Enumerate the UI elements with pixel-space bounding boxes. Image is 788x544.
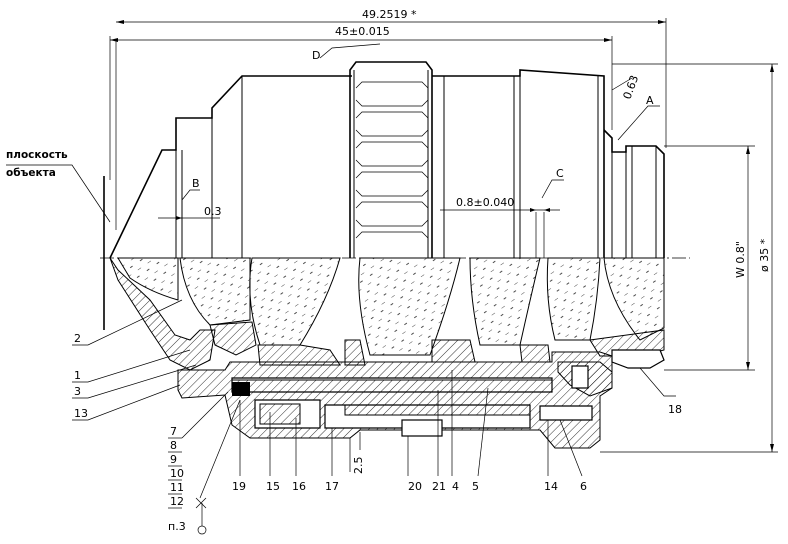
- step-dim: 2.5: [352, 457, 365, 475]
- knurl-lines: [355, 81, 429, 239]
- chamfer-dim: 0.63: [621, 74, 642, 101]
- part-number-stack: 10: [170, 467, 184, 480]
- part-number-left: 1: [74, 369, 81, 382]
- seal-ring: [232, 382, 250, 396]
- dimension-front-offset: B 0.3: [158, 177, 222, 220]
- part-number-stack: 7: [170, 425, 177, 438]
- barrel-length-dim: 45±0.015: [335, 25, 390, 38]
- part-number-bottom: 17: [325, 480, 339, 493]
- part-number-bottom: 16: [292, 480, 306, 493]
- datum-c: C: [556, 167, 564, 180]
- part-number-bottom: 5: [472, 480, 479, 493]
- part-number-stack: 12: [170, 495, 184, 508]
- leaders-bottom: 19 15 16 17 20 21 4 5 14 6: [232, 370, 587, 493]
- part-number-stack: 8: [170, 439, 177, 452]
- part-number-left: 13: [74, 407, 88, 420]
- thread-dim: W 0.8": [734, 241, 747, 278]
- part-number-bottom: 14: [544, 480, 558, 493]
- part-number-bottom: 21: [432, 480, 446, 493]
- leaders-left: 2 1 3 13: [72, 299, 197, 421]
- part-number-left: 3: [74, 385, 81, 398]
- dimension-barrel: 45±0.015 D: [109, 25, 613, 180]
- section-view: [109, 257, 665, 449]
- part-number-bottom: 6: [580, 480, 587, 493]
- front-offset-dim: 0.3: [204, 205, 222, 218]
- overall-length-dim: 49.2519 *: [362, 8, 417, 21]
- object-plane-label-2: объекта: [6, 167, 56, 179]
- datum-d: D: [312, 49, 320, 62]
- part-number-bottom: 4: [452, 480, 459, 493]
- dimension-step: 2.5: [349, 432, 365, 475]
- dimension-spacing: C 0.8±0.040: [440, 167, 564, 212]
- diameter-dim: ø 35 *: [758, 238, 771, 272]
- datum-a: A: [646, 94, 654, 107]
- datum-b: B: [192, 177, 200, 190]
- dimension-chamfer: 0.63: [611, 74, 642, 101]
- object-plane: плоскость объекта: [6, 149, 111, 330]
- datum-a-callout: A: [617, 94, 660, 141]
- part-number-bottom: 20: [408, 480, 422, 493]
- spacing-dim: 0.8±0.040: [456, 196, 514, 209]
- leader-right: 18: [639, 367, 682, 416]
- part-number-bottom: 19: [232, 480, 246, 493]
- part-number-stack: 11: [170, 481, 184, 494]
- leaders-stack: 7 8 9 10 11 12 п.3: [168, 391, 241, 535]
- part-number-bottom: 15: [266, 480, 280, 493]
- exterior-outline: [109, 61, 665, 259]
- part-number-stack: 9: [170, 453, 177, 466]
- part-number-left: 2: [74, 332, 81, 345]
- dimension-diameter: ø 35 *: [600, 63, 778, 453]
- note-label: п.3: [168, 520, 186, 533]
- dimension-overall: 49.2519 *: [115, 8, 667, 230]
- dimension-thread: W 0.8": [664, 145, 755, 371]
- object-plane-label-1: плоскость: [6, 149, 68, 161]
- part-number-right: 18: [668, 403, 682, 416]
